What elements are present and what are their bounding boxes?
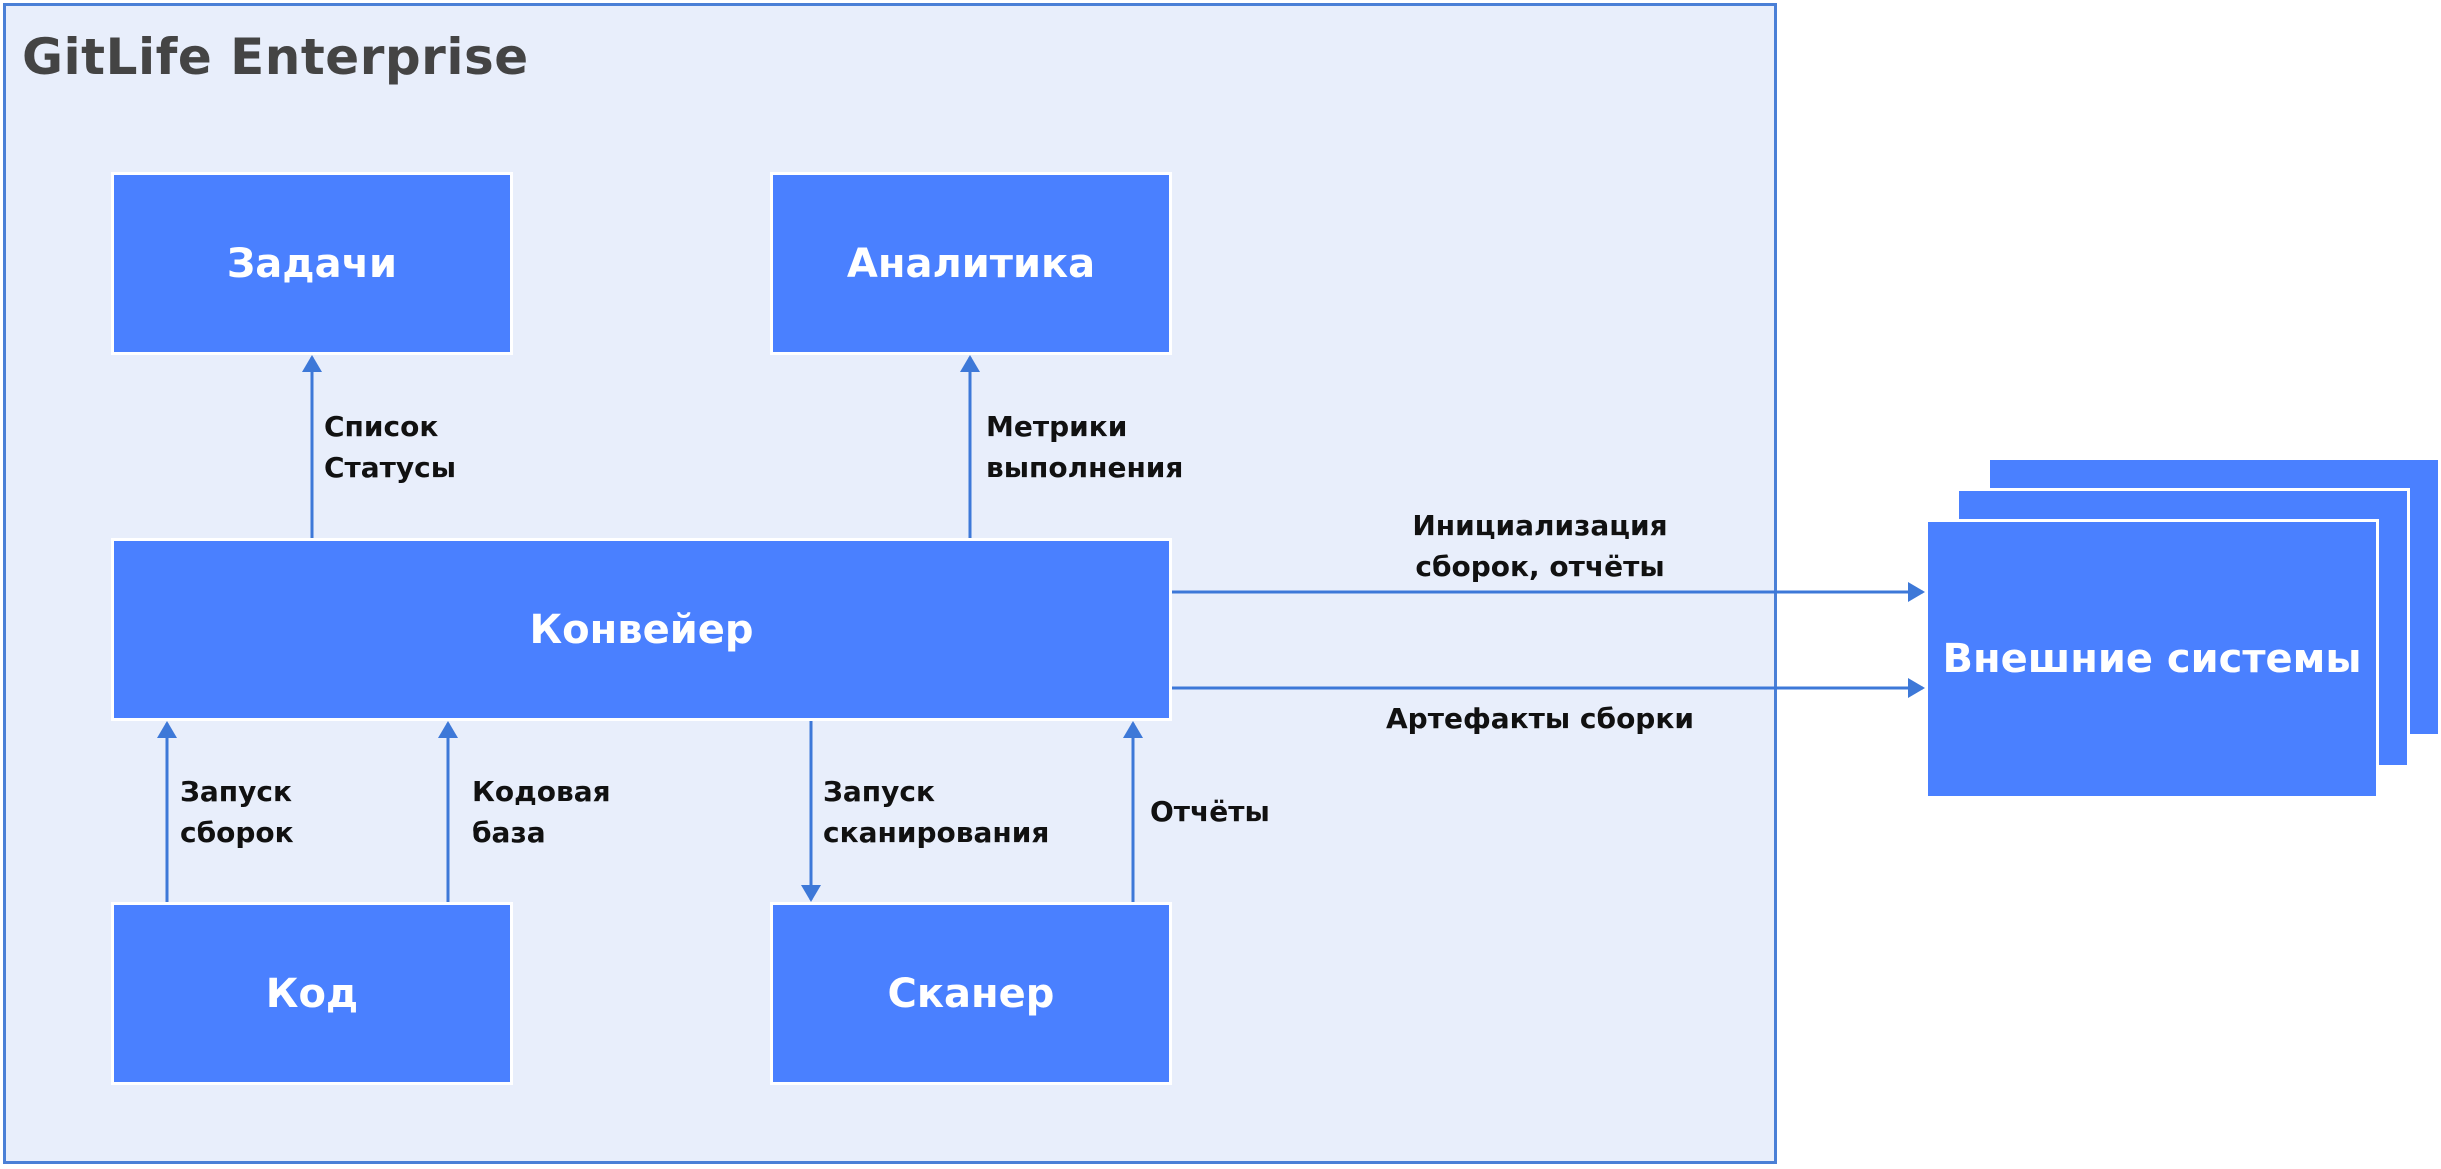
- label-line: Кодовая: [472, 775, 611, 808]
- label-line: Запуск: [180, 775, 292, 808]
- node-scanner: Сканер: [770, 902, 1172, 1085]
- arrowhead-external-top: [1908, 582, 1925, 602]
- label-scanner-launch-edge: Запуск сканирования: [823, 771, 1049, 853]
- label-code-base-edge: Кодовая база: [472, 771, 611, 853]
- label-line: сборок: [180, 816, 294, 849]
- node-tasks: Задачи: [111, 172, 513, 355]
- arrowhead-tasks: [302, 355, 322, 372]
- label-line: Запуск: [823, 775, 935, 808]
- label-external-init-edge: Инициализация сборок, отчёты: [1390, 505, 1690, 587]
- label-line: Отчёты: [1150, 795, 1270, 828]
- arrowhead-analytics: [960, 355, 980, 372]
- arrowhead-code-build: [157, 721, 177, 738]
- label-artifacts-edge: Артефакты сборки: [1370, 698, 1710, 739]
- label-line: сканирования: [823, 816, 1050, 849]
- label-line: Метрики: [986, 410, 1128, 443]
- node-analytics: Аналитика: [770, 172, 1172, 355]
- label-analytics-edge: Метрики выполнения: [986, 406, 1183, 488]
- label-scanner-reports-edge: Отчёты: [1150, 791, 1270, 832]
- arrowhead-external-bottom: [1908, 678, 1925, 698]
- boundary-title: GitLife Enterprise: [22, 28, 529, 86]
- node-code: Код: [111, 902, 513, 1085]
- label-line: Статусы: [324, 451, 457, 484]
- label-line: база: [472, 816, 546, 849]
- label-line: Артефакты сборки: [1386, 702, 1694, 735]
- label-line: Список: [324, 410, 439, 443]
- node-external-systems: Внешние системы: [1925, 519, 2379, 799]
- node-pipeline: Конвейер: [111, 538, 1172, 721]
- label-line: Инициализация: [1412, 509, 1668, 542]
- label-tasks-edge: Список Статусы: [324, 406, 456, 488]
- arrowhead-code-base: [438, 721, 458, 738]
- arrowhead-scanner-reports: [1123, 721, 1143, 738]
- arrowhead-scanner: [801, 885, 821, 902]
- label-line: выполнения: [986, 451, 1184, 484]
- label-line: сборок, отчёты: [1415, 550, 1665, 583]
- label-code-build-edge: Запуск сборок: [180, 771, 294, 853]
